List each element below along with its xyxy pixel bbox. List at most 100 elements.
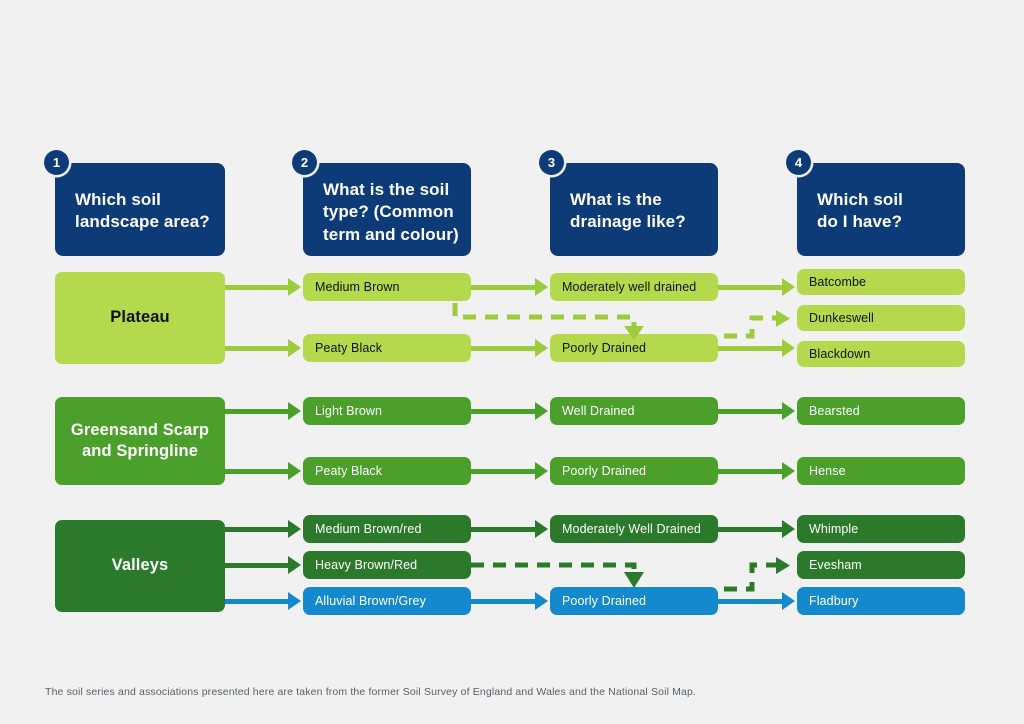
dashed-path-poorly-drained-to-evesham <box>724 562 776 592</box>
step-badge-4: 4 <box>786 150 811 175</box>
group-label-greensand-line-2: and Springline <box>82 442 198 460</box>
drainage-label-moderately-well-drained-valleys: Moderately Well Drained <box>562 522 701 536</box>
arrowhead-poorly-drained-greensand <box>535 462 548 480</box>
soil-box-batcombe[interactable]: Batcombe <box>797 269 965 295</box>
drainage-label-poorly-drained-plateau: Poorly Drained <box>562 341 647 355</box>
header-step-1: Which soil landscape area? <box>55 163 225 256</box>
arrowhead-valleys-medium-brown-red <box>288 520 301 538</box>
connector-greensand-light-brown <box>225 409 290 414</box>
header-2-line-2: type? (Common <box>323 202 454 222</box>
header-4-line-1: Which soil <box>817 190 903 209</box>
group-label-valleys: Valleys <box>111 556 169 575</box>
drainage-box-poorly-drained-plateau[interactable]: Poorly Drained <box>550 334 718 362</box>
drainage-box-moderately-well-drained-valleys[interactable]: Moderately Well Drained <box>550 515 718 543</box>
soil-type-box-light-brown[interactable]: Light Brown <box>303 397 471 425</box>
soil-type-box-medium-brown[interactable]: Medium Brown <box>303 273 471 301</box>
soil-type-label-light-brown: Light Brown <box>315 404 383 418</box>
soil-type-box-peaty-black-plateau[interactable]: Peaty Black <box>303 334 471 362</box>
arrowhead-plateau-medium-brown <box>288 278 301 296</box>
soil-label-batcombe: Batcombe <box>809 275 867 289</box>
connector-poorly-drained-blackdown <box>718 346 784 351</box>
step-number-4: 4 <box>794 155 803 170</box>
soil-type-box-peaty-black-greensand[interactable]: Peaty Black <box>303 457 471 485</box>
step-badge-1: 1 <box>44 150 69 175</box>
drainage-label-poorly-drained-greensand: Poorly Drained <box>562 464 647 478</box>
group-label-plateau: Plateau <box>110 308 170 327</box>
soil-label-whimple: Whimple <box>809 522 859 536</box>
arrowhead-valleys-heavy-brown-red <box>288 556 301 574</box>
step-number-1: 1 <box>52 155 61 170</box>
arrowhead-medium-brown-moderately-well-drained <box>535 278 548 296</box>
connector-plateau-peaty-black <box>225 346 290 351</box>
soil-type-box-medium-brown-red[interactable]: Medium Brown/red <box>303 515 471 543</box>
soil-box-bearsted[interactable]: Bearsted <box>797 397 965 425</box>
arrowhead-poorly-drained-valleys <box>535 592 548 610</box>
arrowhead-well-drained <box>535 402 548 420</box>
step-number-3: 3 <box>547 155 556 170</box>
connector-well-drained-bearsted <box>718 409 784 414</box>
drainage-box-well-drained[interactable]: Well Drained <box>550 397 718 425</box>
soil-type-label-peaty-black-plateau: Peaty Black <box>315 341 383 355</box>
header-step-3: What is the drainage like? <box>550 163 718 256</box>
soil-type-box-alluvial-brown-grey[interactable]: Alluvial Brown/Grey <box>303 587 471 615</box>
soil-type-label-alluvial-brown-grey: Alluvial Brown/Grey <box>315 594 426 608</box>
connector-valleys-heavy-brown-red <box>225 563 290 568</box>
group-box-valleys[interactable]: Valleys <box>55 520 225 612</box>
connector-light-brown-well-drained <box>471 409 537 414</box>
arrowhead-whimple <box>782 520 795 538</box>
connector-moderately-well-drained-whimple <box>718 527 784 532</box>
soil-box-whimple[interactable]: Whimple <box>797 515 965 543</box>
arrowhead-dashed-evesham <box>776 557 790 574</box>
connector-poorly-drained-fladbury <box>718 599 784 604</box>
soil-type-label-peaty-black-greensand: Peaty Black <box>315 464 383 478</box>
connector-poorly-drained-hense <box>718 469 784 474</box>
soil-label-hense: Hense <box>809 464 846 478</box>
soil-label-blackdown: Blackdown <box>809 347 871 361</box>
arrowhead-plateau-peaty-black <box>288 339 301 357</box>
step-badge-2: 2 <box>292 150 317 175</box>
step-number-2: 2 <box>300 155 309 170</box>
arrowhead-peaty-black-poorly-drained-plateau <box>535 339 548 357</box>
arrowhead-blackdown <box>782 339 795 357</box>
connector-alluvial-poorly-drained <box>471 599 537 604</box>
arrowhead-greensand-peaty-black <box>288 462 301 480</box>
header-4-line-2: do I have? <box>817 212 903 232</box>
soil-type-label-heavy-brown-red: Heavy Brown/Red <box>315 558 418 572</box>
group-box-greensand[interactable]: Greensand Scarp and Springline <box>55 397 225 485</box>
dashed-path-poorly-drained-to-dunkeswell <box>724 315 776 339</box>
group-box-plateau[interactable]: Plateau <box>55 272 225 364</box>
soil-label-fladbury: Fladbury <box>809 594 859 608</box>
arrowhead-hense <box>782 462 795 480</box>
header-1-line-2: landscape area? <box>75 212 210 232</box>
soil-type-box-heavy-brown-red[interactable]: Heavy Brown/Red <box>303 551 471 579</box>
arrowhead-dashed-poorly-drained-valleys <box>624 572 644 588</box>
soil-box-dunkeswell[interactable]: Dunkeswell <box>797 305 965 331</box>
drainage-box-moderately-well-drained-plateau[interactable]: Moderately well drained <box>550 273 718 301</box>
connector-plateau-medium-brown <box>225 285 290 290</box>
header-1-line-1: Which soil <box>75 190 161 209</box>
drainage-box-poorly-drained-greensand[interactable]: Poorly Drained <box>550 457 718 485</box>
drainage-label-poorly-drained-valleys: Poorly Drained <box>562 594 647 608</box>
header-3-line-1: What is the <box>570 190 662 209</box>
arrowhead-batcombe <box>782 278 795 296</box>
drainage-box-poorly-drained-valleys[interactable]: Poorly Drained <box>550 587 718 615</box>
connector-medium-brown-moderately-well-drained <box>471 285 537 290</box>
footer-note: The soil series and associations present… <box>45 686 697 698</box>
connector-valleys-medium-brown-red <box>225 527 290 532</box>
header-3-line-2: drainage like? <box>570 212 686 232</box>
step-badge-3: 3 <box>539 150 564 175</box>
arrowhead-fladbury <box>782 592 795 610</box>
header-2-line-3: term and colour) <box>323 224 459 244</box>
soil-type-label-medium-brown-red: Medium Brown/red <box>315 522 422 536</box>
connector-moderately-well-drained-batcombe <box>718 285 784 290</box>
soil-box-evesham[interactable]: Evesham <box>797 551 965 579</box>
soil-box-blackdown[interactable]: Blackdown <box>797 341 965 367</box>
soil-box-fladbury[interactable]: Fladbury <box>797 587 965 615</box>
soil-box-hense[interactable]: Hense <box>797 457 965 485</box>
soil-label-evesham: Evesham <box>809 558 862 572</box>
arrowhead-valleys-alluvial-brown-grey <box>288 592 301 610</box>
arrowhead-greensand-light-brown <box>288 402 301 420</box>
soil-label-bearsted: Bearsted <box>809 404 860 418</box>
connector-greensand-peaty-black <box>225 469 290 474</box>
